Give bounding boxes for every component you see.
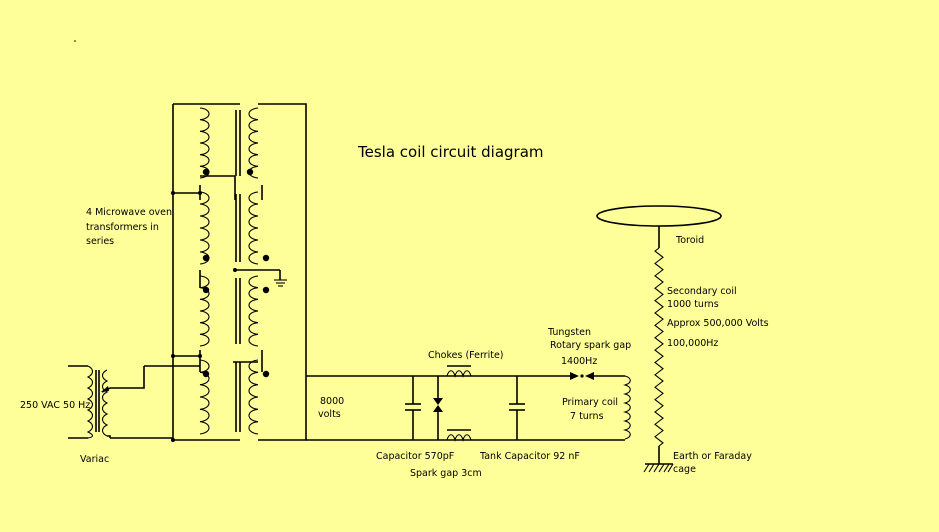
tank-capacitor-icon xyxy=(509,403,525,411)
secondary-label-line-2: 1000 turns xyxy=(667,299,719,310)
earth-ground-icon xyxy=(643,463,674,473)
spark-gap-icon xyxy=(433,398,443,412)
secondary-coil-icon xyxy=(654,226,664,464)
transformer-3-icon xyxy=(199,275,259,347)
frequency-label: 100,000Hz xyxy=(667,338,718,349)
transformer-4-icon xyxy=(199,359,259,435)
transformers-label-line-1: 4 Microwave oven xyxy=(86,207,172,218)
tank-capacitor-label: Tank Capacitor 92 nF xyxy=(479,451,580,462)
rotary-spark-gap-icon xyxy=(570,372,594,380)
ground-label-line-1: Earth or Faraday xyxy=(673,451,752,462)
rotary-gap-label-line-3: 1400Hz xyxy=(561,356,597,367)
variac-transformer-icon xyxy=(68,365,111,439)
stray-dot xyxy=(74,40,76,42)
transformer-phase-dots xyxy=(171,168,270,442)
output-wiring xyxy=(306,375,625,441)
chokes-label: Chokes (Ferrite) xyxy=(428,350,504,361)
transformer-1-icon xyxy=(199,107,259,179)
capacitor-label: Capacitor 570pF xyxy=(376,451,454,462)
ground-label-line-2: cage xyxy=(673,464,696,475)
supply-label: 250 VAC 50 Hz xyxy=(20,400,90,411)
secondary-label-line-3: Approx 500,000 Volts xyxy=(667,318,769,329)
primary-coil-icon xyxy=(623,375,631,440)
voltage-label-line-2: volts xyxy=(318,409,341,420)
transformers-label-line-2: transformers in xyxy=(86,222,159,233)
primary-coil-label-line-1: Primary coil xyxy=(562,397,618,408)
primary-coil-label-line-2: 7 turns xyxy=(570,411,604,422)
transformer-bus-wiring xyxy=(110,103,307,441)
variac-label: Variac xyxy=(80,454,109,465)
rotary-gap-label-line-1: Tungsten xyxy=(547,327,591,338)
voltage-label-line-1: 8000 xyxy=(320,396,344,407)
capacitor-570pf-icon xyxy=(405,403,421,411)
chokes-icon xyxy=(446,365,472,442)
spark-gap-label: Spark gap 3cm xyxy=(410,468,482,479)
center-tap-ground-icon xyxy=(274,270,287,287)
microwave-transformers xyxy=(199,107,259,435)
diagram-title: Tesla coil circuit diagram xyxy=(357,143,544,161)
transformer-2-icon xyxy=(199,191,259,265)
secondary-label-line-1: Secondary coil xyxy=(667,286,737,297)
toroid-icon xyxy=(596,205,722,227)
toroid-label: Toroid xyxy=(675,235,704,246)
rotary-gap-label-line-2: Rotary spark gap xyxy=(550,340,631,351)
transformers-label-line-3: series xyxy=(86,236,114,247)
